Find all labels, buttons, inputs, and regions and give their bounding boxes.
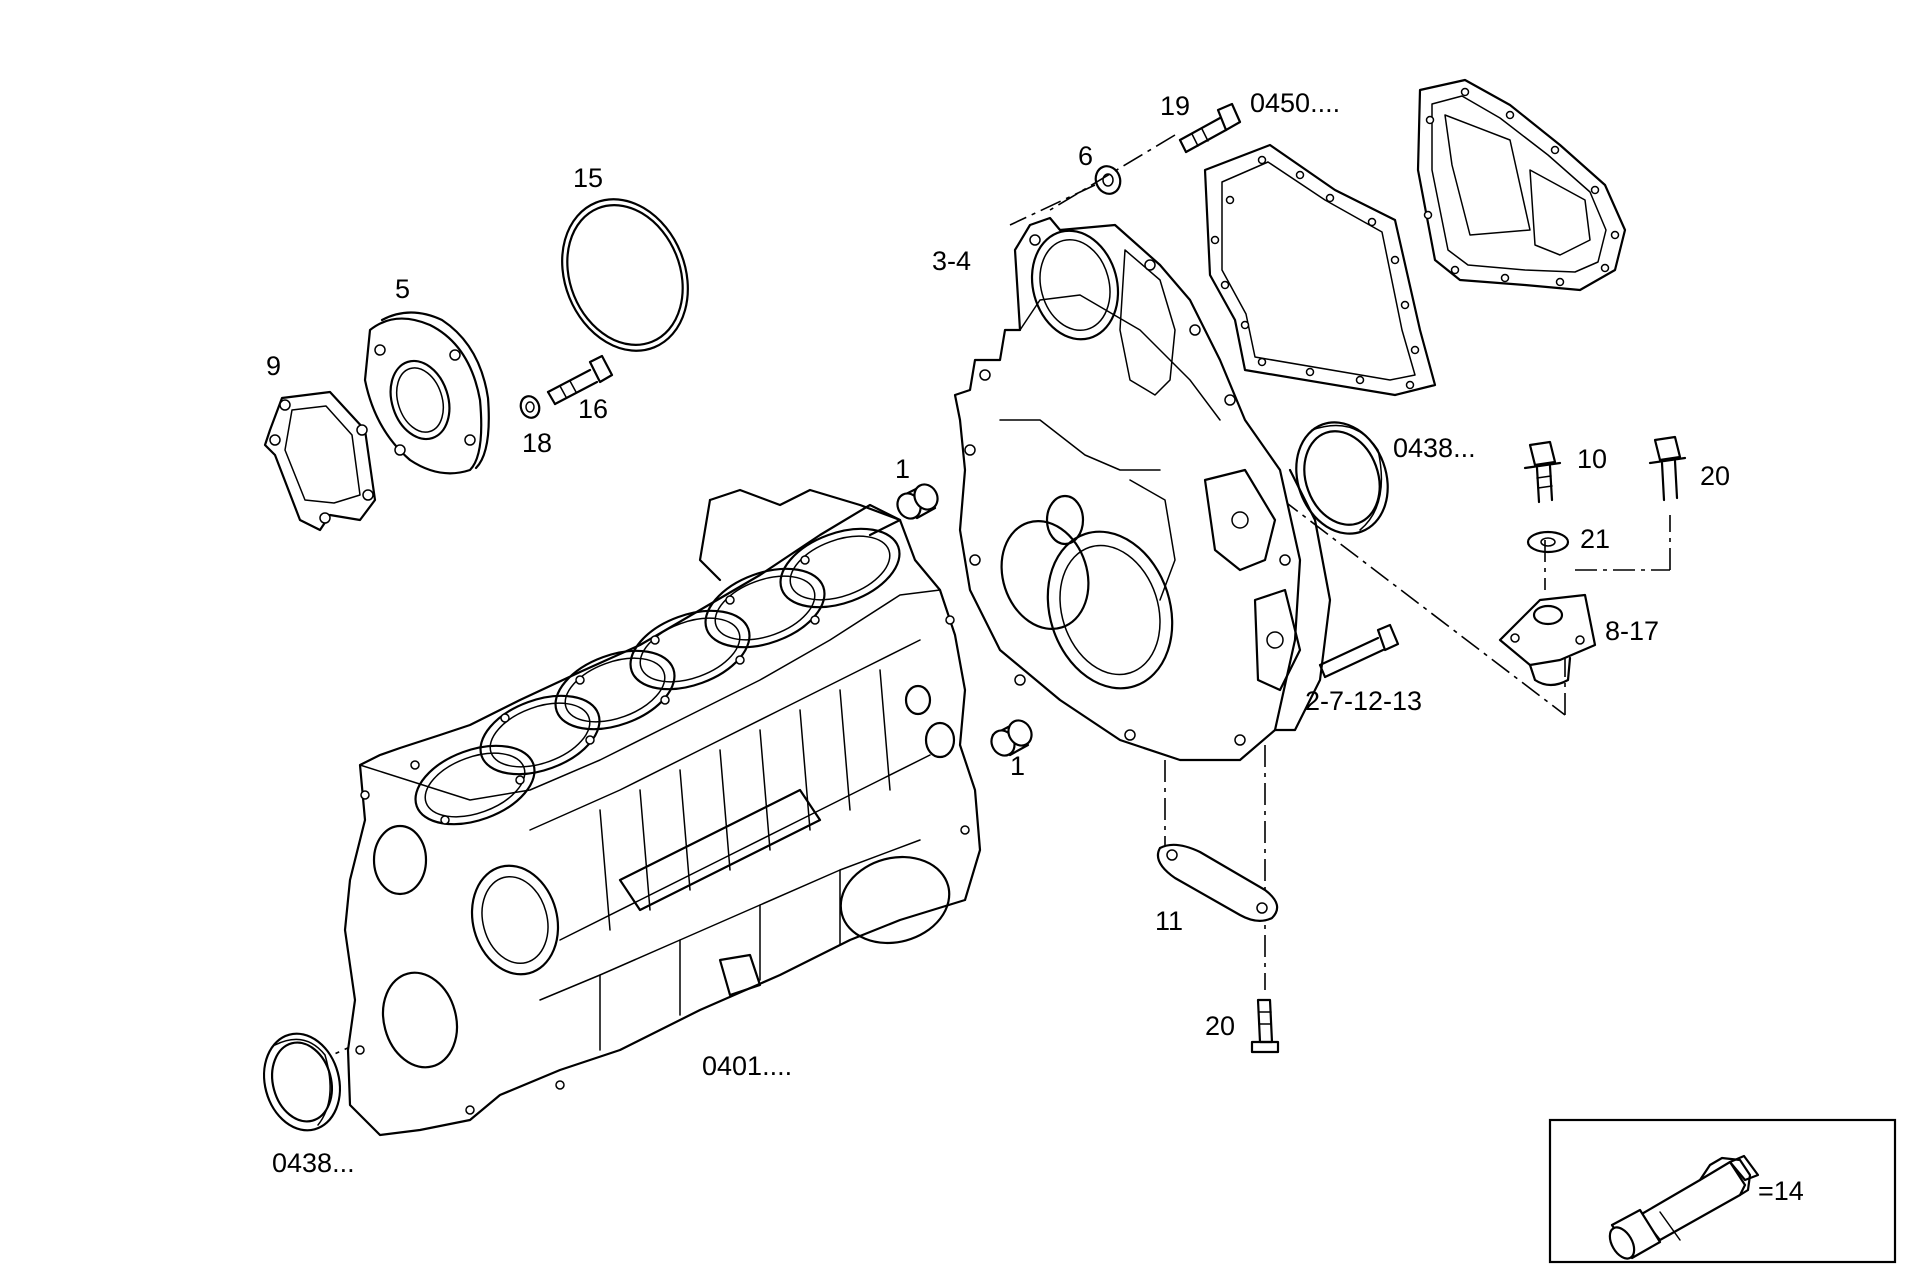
cover-0450 xyxy=(1416,78,1627,292)
callout-labels: 19 0450.... 6 15 3-4 5 9 16 18 0438... 1… xyxy=(266,88,1730,1178)
bolt-10 xyxy=(1523,440,1562,504)
callout-19: 19 xyxy=(1160,91,1190,121)
dowel-1-bottom xyxy=(990,719,1033,757)
bolt-19 xyxy=(1178,102,1242,154)
callout-8-17: 8-17 xyxy=(1605,616,1659,646)
sealant-legend-label: =14 xyxy=(1758,1176,1804,1206)
cover-plate-5 xyxy=(363,311,490,475)
callout-1-top: 1 xyxy=(895,454,910,484)
bolt-20-right xyxy=(1648,435,1687,502)
assembly-leader-lines xyxy=(309,134,1671,1066)
callout-0438-top: 0438... xyxy=(1393,433,1476,463)
gasket-plate-9 xyxy=(263,390,377,532)
cover-plate-11 xyxy=(1156,843,1279,922)
callout-11: 11 xyxy=(1155,906,1183,936)
washer-21 xyxy=(1526,530,1570,554)
sealant-tube-icon xyxy=(1608,1154,1760,1260)
dowel-1-top xyxy=(896,483,939,520)
callout-9: 9 xyxy=(266,351,281,381)
sealant-legend-box: =14 xyxy=(1548,1118,1897,1264)
callout-21: 21 xyxy=(1580,524,1610,554)
callout-20-bottom: 20 xyxy=(1205,1011,1235,1041)
callout-6: 6 xyxy=(1078,141,1093,171)
callout-5: 5 xyxy=(395,274,410,304)
seal-0438-top xyxy=(1295,421,1389,535)
flywheel-housing-3-4 xyxy=(953,216,1332,762)
bolt-16 xyxy=(546,354,614,406)
callout-20-right: 20 xyxy=(1700,461,1730,491)
callout-16: 16 xyxy=(578,394,608,424)
callout-0450: 0450.... xyxy=(1250,88,1340,118)
callout-0401: 0401.... xyxy=(702,1051,792,1081)
washer-6 xyxy=(1094,165,1122,195)
o-ring-15 xyxy=(561,198,689,352)
callout-1-bottom: 1 xyxy=(1010,751,1025,781)
callout-15: 15 xyxy=(573,163,603,193)
callout-0438-bottom: 0438... xyxy=(272,1148,355,1178)
bolt-2-7-12-13 xyxy=(1318,623,1400,679)
callout-10: 10 xyxy=(1577,444,1607,474)
gasket-0450 xyxy=(1203,143,1437,397)
callout-2-7-12-13: 2-7-12-13 xyxy=(1305,686,1422,716)
seal-0438-bottom xyxy=(262,1032,342,1132)
washer-18 xyxy=(519,395,541,419)
engine-block-0401 xyxy=(343,488,982,1137)
callout-3-4: 3-4 xyxy=(932,246,971,276)
callout-18: 18 xyxy=(522,428,552,458)
bolt-20-bottom xyxy=(1250,998,1280,1054)
mount-bracket-8-17 xyxy=(1498,593,1597,687)
